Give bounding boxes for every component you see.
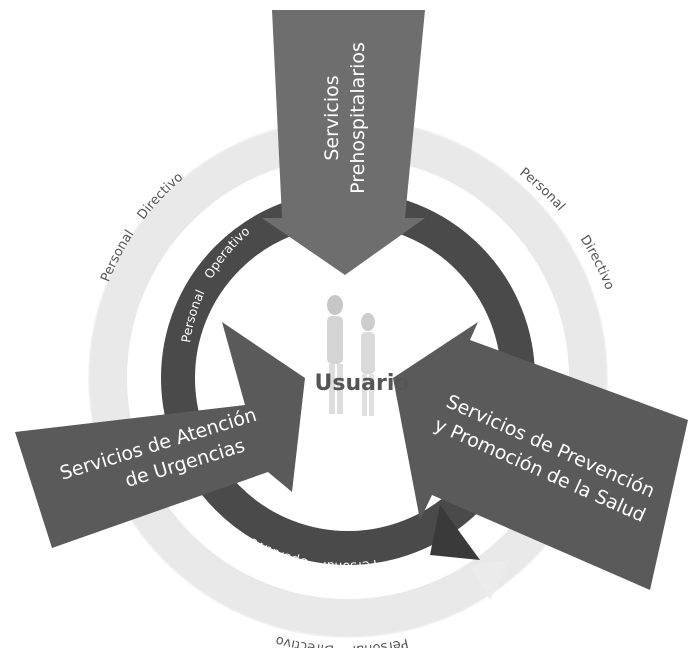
user-figure-icon [327, 295, 375, 416]
arrow-left [15, 322, 305, 548]
center-label: Usuario [315, 371, 410, 396]
arrow-top-label-line2: Prehospitalarios [347, 42, 369, 194]
arrow-right [393, 322, 688, 590]
outer-ring-arrowhead [470, 560, 510, 600]
inner-ring-arrowhead [430, 505, 480, 560]
arrow-top-label-line1: Servicios [321, 75, 343, 160]
arrow-top [262, 10, 425, 275]
